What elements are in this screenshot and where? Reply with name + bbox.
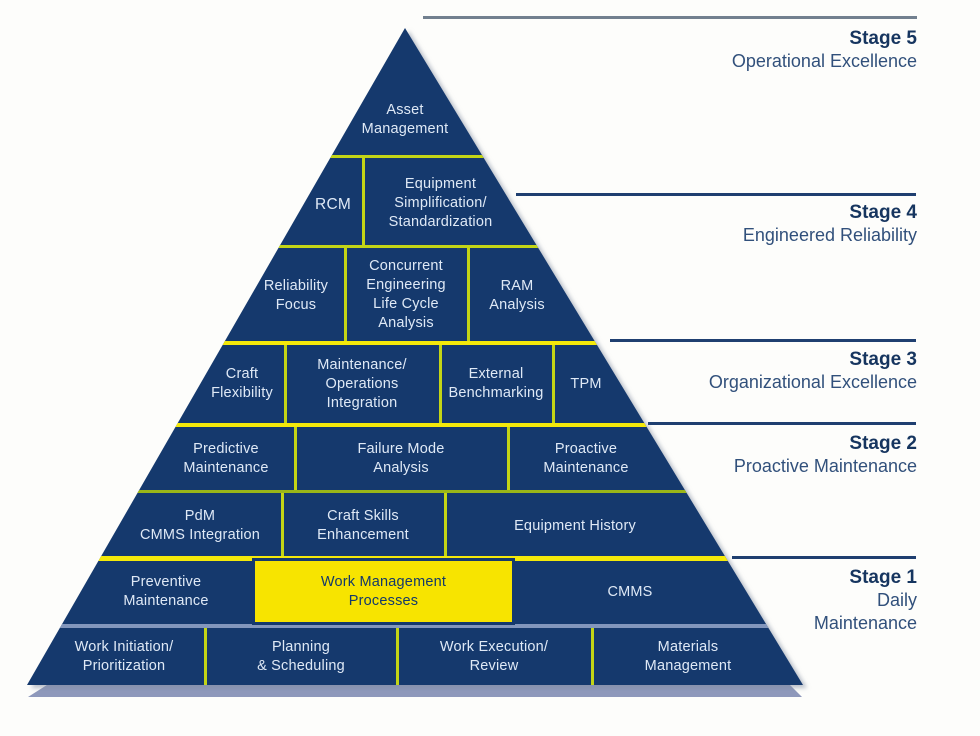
cell-predictive-maintenance: Predictive Maintenance: [146, 439, 306, 479]
divider-row6-1: [281, 493, 284, 556]
cell-label: External Benchmarking: [448, 366, 544, 401]
cell-label: Proactive Maintenance: [543, 441, 629, 476]
cell-craft-skills-enhancement: Craft Skills Enhancement: [283, 506, 443, 546]
divider-row3-1: [344, 248, 347, 341]
cell-label: RCM: [315, 195, 351, 213]
row-divider-7: [27, 624, 803, 628]
cell-maintenance-operations-integration: Maintenance/ Operations Integration: [292, 354, 432, 414]
cell-equipment-simplification: Equipment Simplification/ Standardizatio…: [358, 172, 523, 234]
stage-4-divider-line: [516, 193, 916, 196]
cell-label: Maintenance/ Operations Integration: [317, 356, 407, 411]
row-divider-3: [27, 341, 803, 345]
cell-work-initiation-prioritization: Work Initiation/ Prioritization: [44, 637, 204, 677]
cell-label: Craft Skills Enhancement: [317, 508, 409, 543]
cell-concurrent-engineering: Concurrent Engineering Life Cycle Analys…: [346, 255, 466, 335]
stage-name: Organizational Excellence: [708, 372, 917, 392]
divider-row8-2: [396, 628, 399, 685]
cell-rcm: RCM: [283, 190, 383, 218]
divider-row8-3: [591, 628, 594, 685]
cell-planning-scheduling: Planning & Scheduling: [221, 637, 381, 677]
stage-name: Operational Excellence: [731, 51, 917, 71]
stage-name: Daily Maintenance: [813, 590, 917, 633]
cell-label: Equipment Simplification/ Standardizatio…: [388, 175, 493, 230]
stage-3-label: Stage 3 Organizational Excellence: [709, 348, 917, 394]
stage-title: Stage 3: [849, 349, 917, 370]
divider-row5-1: [294, 427, 297, 490]
cell-equipment-history: Equipment History: [475, 514, 675, 538]
divider-row4-3: [552, 345, 555, 423]
stage-2-divider-line: [648, 422, 916, 425]
row-divider-2: [27, 245, 803, 248]
cell-label: Preventive Maintenance: [123, 574, 209, 609]
cell-label: Work Execution/ Review: [439, 639, 549, 674]
cell-failure-mode-analysis: Failure Mode Analysis: [321, 439, 481, 479]
cell-materials-management: Materials Management: [608, 637, 768, 677]
stage-5-label: Stage 5 Operational Excellence: [732, 27, 917, 73]
stage-3-divider-line: [610, 339, 916, 342]
cell-label: PdM CMMS Integration: [139, 508, 261, 543]
stage-4-label: Stage 4 Engineered Reliability: [743, 201, 917, 247]
cell-tpm: TPM: [546, 372, 626, 396]
divider-row6-2: [444, 493, 447, 556]
stage-name: Engineered Reliability: [742, 225, 917, 245]
divider-row3-2: [467, 248, 470, 341]
cell-pdm-cmms-integration: PdM CMMS Integration: [110, 506, 290, 546]
cell-label: Materials Management: [644, 639, 732, 674]
cell-label: Concurrent Engineering Life Cycle Analys…: [366, 258, 446, 331]
stage-2-label: Stage 2 Proactive Maintenance: [734, 432, 917, 478]
row-divider-5: [27, 490, 803, 493]
cell-craft-flexibility: Craft Flexibility: [172, 364, 312, 404]
stage-name: Proactive Maintenance: [733, 456, 917, 476]
cell-label: Equipment History: [514, 517, 636, 534]
stage-title: Stage 1: [849, 567, 917, 588]
stage-1-divider-line: [732, 556, 916, 559]
cell-label: TPM: [570, 375, 602, 392]
cell-preventive-maintenance: Preventive Maintenance: [86, 572, 246, 612]
divider-row5-2: [507, 427, 510, 490]
row-divider-1: [27, 155, 803, 158]
cell-external-benchmarking: External Benchmarking: [416, 364, 576, 404]
cell-label: Asset Management: [361, 102, 449, 137]
row-divider-4: [27, 423, 803, 427]
cell-ram-analysis: RAM Analysis: [457, 276, 577, 316]
cell-label: Predictive Maintenance: [183, 441, 269, 476]
stage-5-divider-line: [423, 16, 917, 19]
cell-label: Reliability Focus: [263, 278, 329, 313]
cell-reliability-focus: Reliability Focus: [226, 276, 366, 316]
divider-row8-1: [204, 628, 207, 685]
cell-work-execution-review: Work Execution/ Review: [414, 637, 574, 677]
cell-label: Craft Flexibility: [211, 366, 273, 401]
stage-title: Stage 4: [849, 202, 917, 223]
cell-cmms: CMMS: [550, 580, 710, 604]
divider-row4-2: [439, 345, 442, 423]
cell-label: Planning & Scheduling: [257, 639, 345, 674]
stage-title: Stage 2: [849, 433, 917, 454]
cell-label: Failure Mode Analysis: [357, 441, 445, 476]
cell-work-management-processes: Work Management Processes: [252, 558, 515, 625]
cell-label: CMMS: [607, 583, 653, 600]
cell-label: Work Initiation/ Prioritization: [74, 639, 174, 674]
stage-1-label: Stage 1 Daily Maintenance: [814, 566, 917, 635]
cell-label: RAM Analysis: [489, 278, 545, 313]
cell-label: Work Management Processes: [320, 573, 447, 609]
divider-row2-1: [362, 158, 365, 245]
divider-row4-1: [284, 345, 287, 423]
cell-proactive-maintenance: Proactive Maintenance: [506, 439, 666, 479]
stage-title: Stage 5: [849, 28, 917, 49]
cell-asset-management: Asset Management: [305, 90, 505, 150]
